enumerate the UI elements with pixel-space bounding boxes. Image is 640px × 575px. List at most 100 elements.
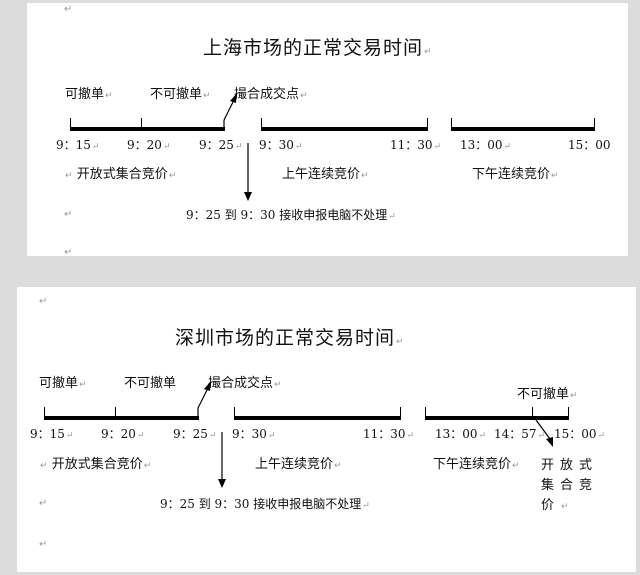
paragraph-mark: ↵ — [79, 380, 87, 390]
paragraph-mark: ↵ — [64, 209, 73, 220]
timeline-bar-auction — [44, 416, 199, 420]
paragraph-mark: ↵ — [294, 142, 303, 152]
time-label: 15：00 — [568, 138, 611, 153]
phase-afternoon-continuous: 下午连续竞价↵ — [433, 457, 520, 474]
time-label: 9：20↵ — [127, 138, 170, 155]
note-pre-open: 9：25 到 9：30 接收申报电脑不处理↵ — [160, 497, 370, 514]
paragraph-mark: ↵ — [503, 142, 512, 152]
timeline-tick — [568, 407, 569, 417]
paragraph-mark: ↵ — [39, 539, 48, 550]
phase-closing-auction: 开放式集合竞价↵ — [541, 456, 601, 517]
paragraph-mark: ↵ — [203, 91, 211, 101]
time-label: 13：00↵ — [460, 138, 511, 155]
label-text: 撮合成交点 — [234, 87, 300, 102]
timeline-bar-auction — [70, 127, 225, 131]
shenzhen-document-page: ↵ 深圳市场的正常交易时间↵ 可撤单↵ 不可撤单 撮合成交点↵ 不可撤单↵ 9：… — [17, 287, 636, 572]
label-text: 不可撤单 — [517, 387, 570, 402]
paragraph-mark: ↵ — [388, 212, 396, 222]
arrow-down-right-icon — [546, 437, 553, 447]
timeline-tick — [115, 407, 116, 417]
shanghai-title: 上海市场的正常交易时间↵ — [203, 37, 433, 63]
label-non-cancelable: 不可撤单↵ — [150, 87, 211, 104]
paragraph-mark: ↵ — [433, 142, 442, 152]
time-text: 13：00 — [435, 427, 478, 441]
time-text: 9：30 — [232, 427, 267, 441]
paragraph-mark: ↵ — [362, 501, 370, 511]
paragraph-mark: ↵ — [361, 171, 369, 181]
time-label: 9：30↵ — [232, 427, 275, 444]
arrow-up-icon — [204, 381, 211, 391]
paragraph-mark: ↵ — [396, 337, 405, 347]
label-match-point: 撮合成交点↵ — [234, 87, 308, 104]
paragraph-mark: ↵ — [406, 431, 415, 441]
label-text: 可撤单 — [65, 87, 105, 102]
paragraph-mark: ↵ — [162, 142, 171, 152]
paragraph-mark: ↵ — [65, 431, 74, 441]
page-title: 深圳市场的正常交易时间 — [175, 327, 396, 349]
paragraph-mark: ↵ — [334, 461, 342, 471]
paragraph-mark: ↵ — [143, 461, 152, 471]
timeline-bar-afternoon — [425, 416, 569, 420]
time-text: 9：15 — [30, 427, 65, 441]
paragraph-mark: ↵ — [64, 4, 73, 15]
paragraph-mark: ↵ — [570, 391, 578, 401]
phase-text: 开放式集合竞价 — [76, 167, 168, 182]
paragraph-mark: ↵ — [39, 498, 48, 509]
shanghai-document-page: ↵ 上海市场的正常交易时间↵ 可撤单↵ 不可撤单↵ 撮合成交点↵ 9：15↵ 9… — [27, 3, 628, 258]
time-text: 15：00 — [568, 138, 611, 152]
time-text: 9：20 — [127, 138, 162, 152]
paragraph-mark: ↵ — [64, 247, 73, 258]
label-match-point: 撮合成交点↵ — [208, 376, 282, 393]
time-label: 13：00↵ — [435, 427, 486, 444]
label-text: 可撤单 — [39, 376, 79, 391]
label-cancelable: 可撤单↵ — [65, 87, 113, 104]
phase-text: 下午连续竞价 — [472, 167, 551, 182]
time-text: 13：00 — [460, 138, 503, 152]
timeline-tick — [234, 407, 235, 417]
time-text: 9：25 — [199, 138, 234, 152]
label-non-cancelable-close: 不可撤单↵ — [517, 387, 578, 404]
label-text: 不可撤单 — [150, 87, 203, 102]
paragraph-mark: ↵ — [478, 431, 487, 441]
time-label: 9：15↵ — [56, 138, 99, 155]
time-label: 9：25↵ — [199, 138, 242, 155]
time-label: 15：00↵ — [554, 427, 605, 444]
paragraph-mark: ↵ — [597, 431, 606, 441]
paragraph-mark: ↵ — [274, 380, 282, 390]
paragraph-mark: ↵ — [105, 91, 113, 101]
timeline-tick — [70, 118, 71, 128]
label-cancelable: 可撤单↵ — [39, 376, 87, 393]
paragraph-mark: ↵ — [40, 461, 48, 471]
note-text: 9：25 到 9：30 接收申报电脑不处理 — [186, 208, 388, 222]
phase-text: 上午连续竞价 — [255, 457, 334, 472]
arrows-overlay — [223, 93, 252, 201]
paragraph-mark: ↵ — [208, 431, 217, 441]
timeline-tick — [44, 407, 45, 417]
time-label: 11：30↵ — [390, 138, 441, 155]
timeline-bar-morning — [234, 416, 401, 420]
phase-morning-continuous: 上午连续竞价↵ — [255, 457, 342, 474]
arrow-down-icon — [244, 192, 252, 201]
timeline-tick — [594, 118, 595, 128]
time-text: 9：20 — [101, 427, 136, 441]
time-text: 9：25 — [173, 427, 208, 441]
timeline-bar-afternoon — [451, 127, 595, 131]
timeline-bar-morning — [261, 127, 428, 131]
time-label: 9：30↵ — [259, 138, 302, 155]
phase-morning-continuous: 上午连续竞价↵ — [282, 167, 369, 184]
paragraph-mark: ↵ — [65, 171, 73, 181]
paragraph-mark: ↵ — [39, 296, 48, 307]
arrow-up-icon — [230, 93, 237, 103]
paragraph-mark: ↵ — [168, 171, 177, 181]
paragraph-mark: ↵ — [234, 142, 243, 152]
phase-text: 上午连续竞价 — [282, 167, 361, 182]
timeline-tick — [425, 407, 426, 417]
time-text: 14：57 — [494, 427, 537, 441]
paragraph-mark: ↵ — [561, 502, 575, 512]
timeline-tick — [141, 118, 142, 128]
time-text: 15：00 — [554, 427, 597, 441]
time-label: 9：20↵ — [101, 427, 144, 444]
time-label: 14：57↵ — [494, 427, 545, 444]
timeline-tick — [427, 118, 428, 128]
paragraph-mark: ↵ — [300, 91, 308, 101]
